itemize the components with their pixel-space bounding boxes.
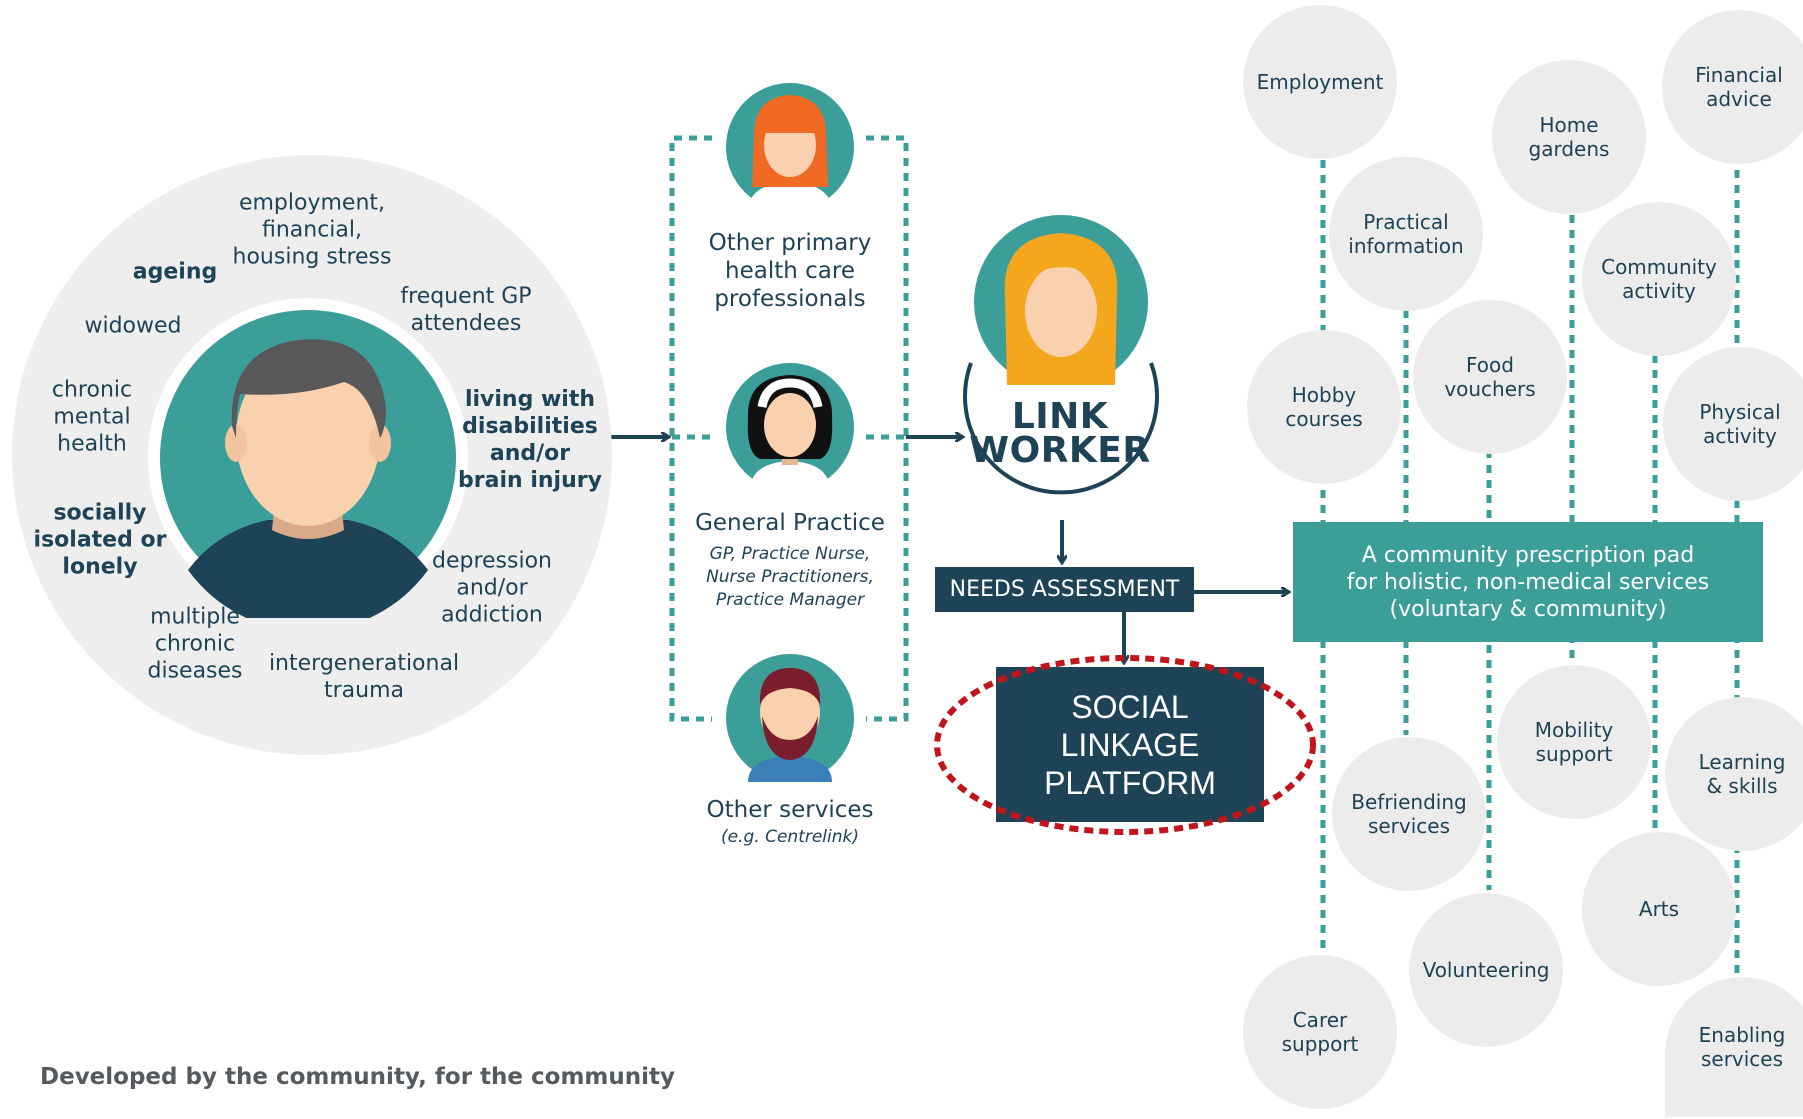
provider-bracket	[669, 135, 909, 722]
other-services-avatar	[726, 654, 854, 782]
service-community-activity: Community activity	[1582, 202, 1736, 356]
factor-chronic-mental-health: chronic mental health	[51, 377, 133, 457]
link-worker-label: LINK WORKER	[969, 396, 1151, 471]
needs-assessment-box: NEEDS ASSESSMENT	[935, 567, 1194, 612]
primary-care-avatar	[726, 83, 854, 211]
service-mobility-support: Mobility support	[1497, 665, 1651, 819]
service-employment: Employment	[1243, 5, 1397, 159]
service-befriending-services: Befriending services	[1332, 737, 1486, 891]
footer-tagline: Developed by the community, for the comm…	[40, 1064, 676, 1090]
factor-intergenerational-trauma: intergenerational trauma	[268, 651, 460, 703]
service-financial-advice: Financial advice	[1662, 10, 1803, 164]
factor-ageing: ageing	[132, 259, 218, 285]
service-enabling-services: Enabling services	[1665, 977, 1803, 1117]
factor-depression: depression and/or addiction	[431, 548, 553, 628]
factor-socially-isolated: socially isolated or lonely	[33, 500, 167, 580]
factor-disabilities: living with disabilities and/or brain in…	[458, 387, 602, 493]
provider-other-services-title: Other services	[706, 797, 874, 823]
factor-multiple-chronic: multiple chronic diseases	[147, 604, 243, 684]
service-hobby-courses: Hobby courses	[1247, 330, 1401, 484]
provider-general-practice-subtitle: GP, Practice Nurse, Nurse Practitioners,…	[706, 544, 874, 610]
service-home-gardens: Home gardens	[1492, 60, 1646, 214]
link-worker-avatar	[963, 215, 1159, 495]
prescription-pad-label: A community prescription pad for holisti…	[1346, 542, 1710, 622]
social-linkage-platform-box: SOCIAL LINKAGE PLATFORM	[996, 667, 1264, 822]
service-practical-information: Practical information	[1329, 157, 1483, 311]
service-physical-activity: Physical activity	[1663, 347, 1803, 501]
service-volunteering: Volunteering	[1409, 893, 1563, 1047]
patient-avatar	[148, 298, 468, 618]
factor-frequent-gp: frequent GP attendees	[400, 284, 532, 336]
social-linkage-label: SOCIAL LINKAGE PLATFORM	[1044, 688, 1216, 801]
general-practice-avatar	[726, 363, 854, 491]
service-carer-support: Carer support	[1243, 955, 1397, 1109]
service-arts: Arts	[1582, 832, 1736, 986]
prescription-pad-box: A community prescription pad for holisti…	[1293, 522, 1763, 642]
factor-widowed: widowed	[84, 313, 182, 339]
factor-employment-stress: employment, financial, housing stress	[232, 190, 392, 270]
service-learning-skills: Learning & skills	[1665, 697, 1803, 851]
service-food-vouchers: Food vouchers	[1413, 300, 1567, 454]
provider-other-services-subtitle: (e.g. Centrelink)	[720, 827, 860, 847]
highlight-ellipse	[934, 655, 1316, 835]
provider-general-practice-title: General Practice	[695, 510, 885, 536]
provider-primary-health-title: Other primary health care professionals	[708, 230, 872, 312]
